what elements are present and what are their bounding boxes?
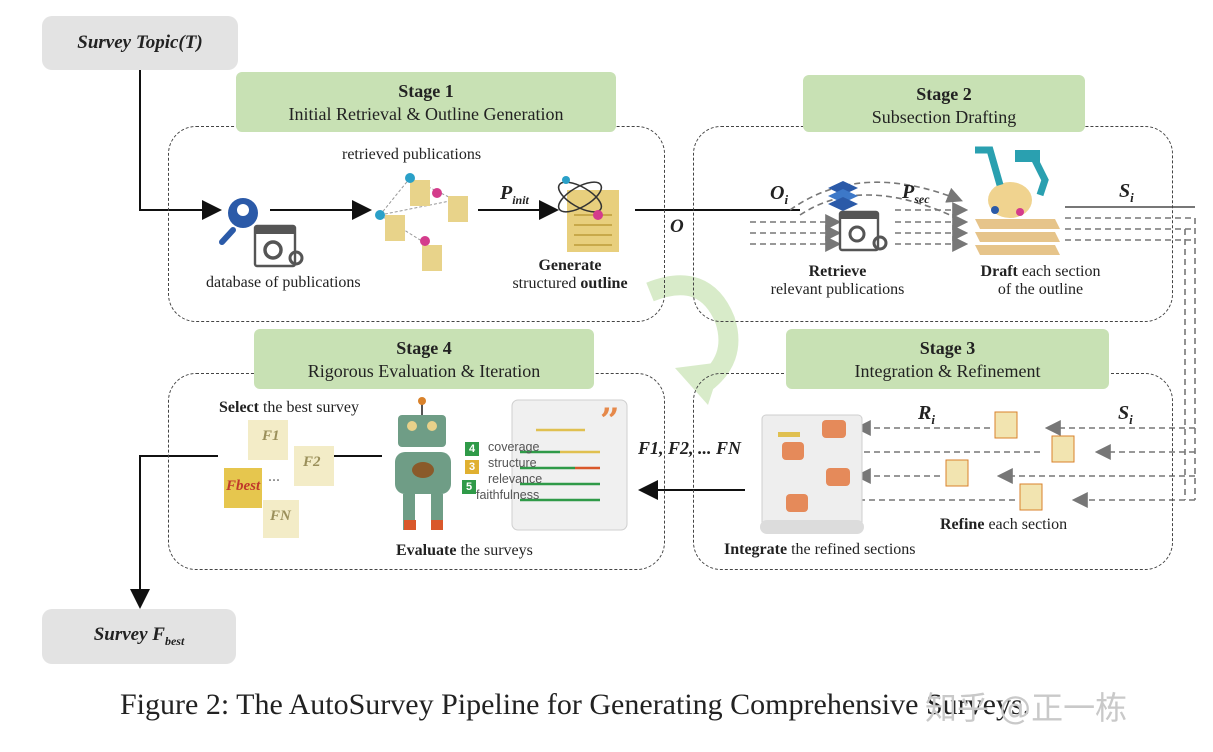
score-5-badge: 5 xyxy=(462,480,476,494)
ri-label: Ri xyxy=(918,402,935,427)
evaluation-scroll-icon: ” xyxy=(511,399,628,531)
retrieved-publications-icon xyxy=(375,173,468,271)
figure-caption: Figure 2: The AutoSurvey Pipeline for Ge… xyxy=(120,688,1031,721)
stage2-dashed-lines xyxy=(750,181,1196,500)
select-to-output-arrow xyxy=(130,455,218,609)
dots-label: ... xyxy=(268,468,280,485)
stage2-subtitle: Subsection Drafting xyxy=(871,107,1017,127)
stage4-subtitle: Rigorous Evaluation & Iteration xyxy=(307,361,541,381)
candidate-surveys-icon xyxy=(224,420,334,538)
metric-coverage: coverage xyxy=(488,440,540,454)
generate-outline-label: Generate structured outline xyxy=(512,257,628,292)
integrate-label: Integrate the refined sections xyxy=(724,541,916,558)
database-icon xyxy=(219,198,304,268)
retrieve-label: Retrieve relevant publications xyxy=(770,263,905,298)
score-3-badge: 3 xyxy=(465,460,479,474)
evaluate-label: Evaluate the surveys xyxy=(396,542,533,559)
stage1-subtitle: Initial Retrieval & Outline Generation xyxy=(288,104,564,124)
watermark: 知乎 @正一栋 xyxy=(925,689,1128,727)
refine-icons xyxy=(945,411,1075,511)
f2-label: F2 xyxy=(303,454,321,470)
drafting-robot-arms-icon xyxy=(975,146,1060,255)
stage1-title: Stage 1 xyxy=(398,81,454,101)
si-stage3-label: Si xyxy=(1118,402,1133,427)
stage4-header: Stage 4 Rigorous Evaluation & Iteration xyxy=(254,329,594,389)
stage3-title: Stage 3 xyxy=(919,338,976,358)
svg-text:”: ” xyxy=(600,401,620,441)
score-4-badge: 4 xyxy=(465,442,479,456)
si-stage2-label: Si xyxy=(1119,180,1134,205)
stage3-header: Stage 3 Integration & Refinement xyxy=(786,329,1109,389)
integrated-document-icon xyxy=(760,414,864,534)
database-label: database of publications xyxy=(206,274,361,291)
stage2-header: Stage 2 Subsection Drafting xyxy=(803,75,1085,132)
f-list-label: F1, F2, ... FN xyxy=(638,438,742,458)
draft-label: Draft each section of the outline xyxy=(980,263,1101,298)
p-init-label: Pinit xyxy=(500,182,529,207)
survey-topic-label: Survey Topic(T) xyxy=(77,32,203,53)
survey-topic-box: Survey Topic(T) xyxy=(42,16,238,70)
stage3-subtitle: Integration & Refinement xyxy=(854,361,1041,381)
fn-label: FN xyxy=(270,508,291,524)
psec-label: Psec xyxy=(902,181,930,206)
stage2-title: Stage 2 xyxy=(916,84,972,104)
oi-label: Oi xyxy=(770,182,789,207)
retrieved-publications-label: retrieved publications xyxy=(342,146,482,163)
stage1-header: Stage 1 Initial Retrieval & Outline Gene… xyxy=(236,72,616,132)
refine-label: Refine each section xyxy=(940,516,1068,533)
stage4-title: Stage 4 xyxy=(396,338,452,358)
fbest-label: Fbest xyxy=(226,478,261,494)
f1-label: F1 xyxy=(262,428,280,444)
metric-relevance: relevance xyxy=(488,472,543,486)
select-label: Select the best survey xyxy=(219,399,359,416)
survey-output-box: Survey Fbest xyxy=(42,609,236,664)
metric-faithfulness: faithfulness xyxy=(476,488,540,502)
survey-output-label: Survey Fbest xyxy=(93,624,185,648)
o-label: O xyxy=(670,216,684,237)
topic-to-database-arrow xyxy=(139,70,222,220)
evaluator-robot-icon xyxy=(395,397,451,530)
outline-document-icon xyxy=(557,176,619,252)
retrieve-database-icon xyxy=(828,181,888,252)
metric-structure: structure xyxy=(488,456,537,470)
